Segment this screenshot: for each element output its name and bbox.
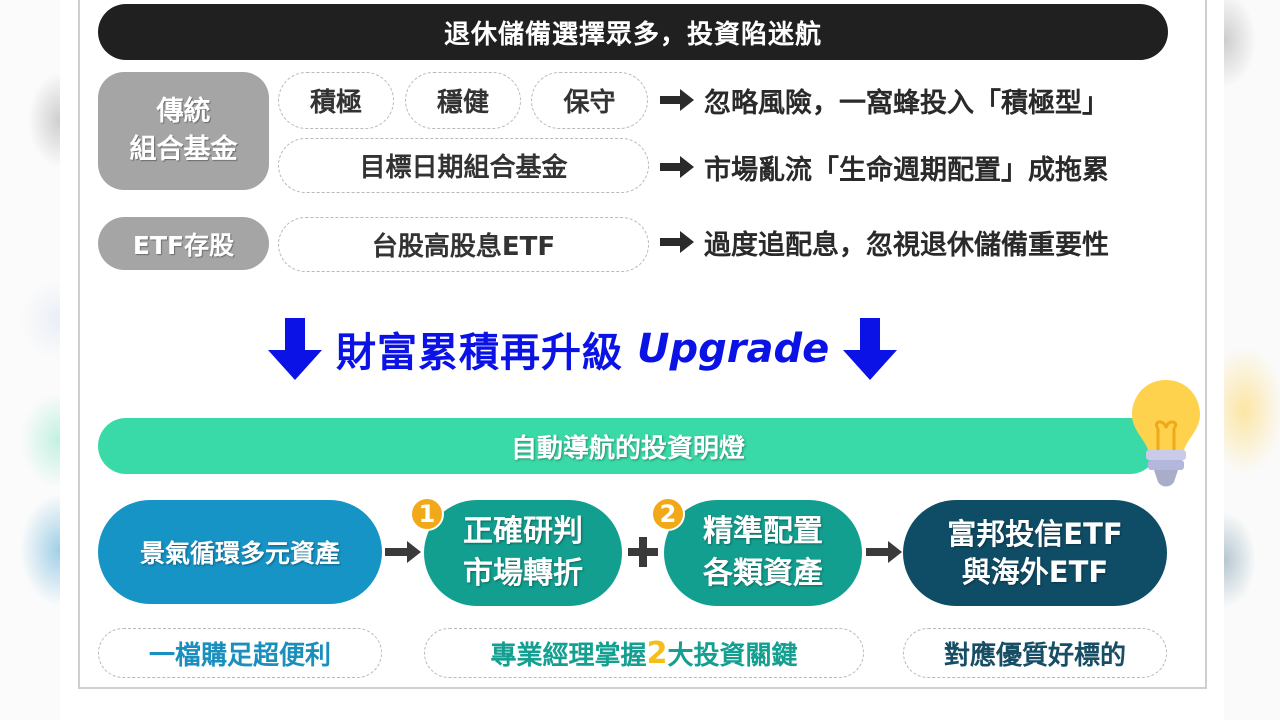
step-badge-1: 1 — [410, 497, 444, 531]
footer-quality-targets: 對應優質好標的 — [903, 628, 1167, 678]
footer-one-stop: 一檔購足超便利 — [98, 628, 382, 678]
traditional-label-line1: 傳統 — [156, 96, 211, 127]
etf-line1: 富邦投信ETF — [947, 517, 1123, 551]
step-badge-2: 2 — [651, 497, 685, 531]
option-balanced: 穩健 — [405, 72, 521, 129]
alloc-line2: 各類資產 — [703, 556, 823, 591]
arrow-right-icon — [866, 541, 902, 563]
manager-number: 2 — [646, 635, 668, 671]
option-target-date-fund: 目標日期組合基金 — [278, 138, 649, 193]
alloc-line1: 精準配置 — [703, 514, 823, 549]
etf-line2: 與海外ETF — [961, 555, 1109, 589]
manager-suffix: 大投資關鍵 — [667, 640, 798, 671]
option-aggressive: 積極 — [278, 72, 394, 129]
upgrade-english: Upgrade — [637, 326, 830, 372]
traditional-label-line2: 組合基金 — [129, 134, 238, 165]
option-high-dividend-etf: 台股高股息ETF — [278, 217, 649, 272]
result-text: 過度追配息，忽視退休儲備重要性 — [704, 229, 1109, 261]
judge-line2: 市場轉折 — [463, 556, 583, 591]
manager-prefix: 專業經理掌握 — [490, 640, 647, 671]
arrow-right-icon — [660, 231, 694, 253]
result-line-2: 市場亂流「生命週期配置」成拖累 — [660, 147, 1109, 187]
arrow-down-icon — [843, 318, 898, 380]
plus-icon — [628, 537, 658, 567]
flow-step-precise-allocation: 精準配置 各類資產 — [664, 500, 862, 606]
footer-manager-keys: 專業經理掌握 2 大投資關鍵 — [424, 628, 864, 678]
arrow-right-icon — [660, 89, 694, 111]
solution-banner: 自動導航的投資明燈 — [98, 418, 1158, 474]
lightbulb-icon — [1132, 380, 1200, 487]
flow-step-market-judgment: 正確研判 市場轉折 — [424, 500, 622, 606]
upgrade-text: 財富累積再升級 — [336, 330, 623, 376]
result-text: 忽略風險，一窩蜂投入「積極型」 — [704, 87, 1109, 119]
arrow-right-icon — [660, 156, 694, 178]
arrow-down-icon — [268, 318, 322, 380]
arrow-right-icon — [385, 541, 421, 563]
option-conservative: 保守 — [531, 72, 648, 129]
flow-step-multi-asset: 景氣循環多元資產 — [98, 500, 382, 604]
result-line-3: 過度追配息，忽視退休儲備重要性 — [660, 222, 1109, 262]
blurred-background-right — [1224, 0, 1280, 720]
result-line-1: 忽略風險，一窩蜂投入「積極型」 — [660, 80, 1109, 120]
upgrade-heading: 財富累積再升級 Upgrade — [268, 316, 898, 382]
judge-line1: 正確研判 — [463, 514, 583, 549]
page-title: 退休儲備選擇眾多，投資陷迷航 — [98, 4, 1168, 60]
etf-stock-tag: ETF存股 — [98, 217, 269, 270]
blurred-background-left — [0, 0, 60, 720]
flow-step-fubon-etf: 富邦投信ETF 與海外ETF — [903, 500, 1167, 606]
result-text: 市場亂流「生命週期配置」成拖累 — [704, 154, 1109, 186]
traditional-fund-tag: 傳統 組合基金 — [98, 72, 269, 190]
